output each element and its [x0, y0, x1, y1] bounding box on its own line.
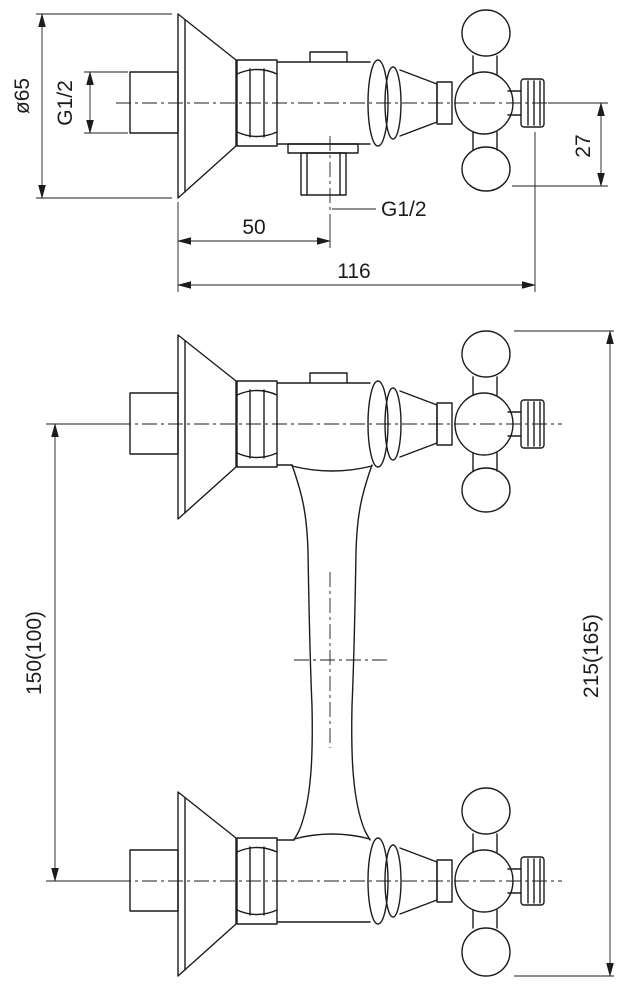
cross-handle: [454, 9, 545, 192]
dim-flange-diameter: ø65: [11, 12, 172, 199]
wall-flange: [177, 13, 237, 199]
bonnet-rings: [367, 59, 453, 147]
label-outlet-distance: 50: [242, 216, 265, 239]
hex-nut: [236, 59, 278, 147]
leader-outlet-thread: G1/2: [332, 198, 427, 221]
label-connection-spacing: 150(100): [23, 611, 46, 695]
label-handle-offset: 27: [572, 134, 595, 157]
dim-connection-spacing: 150(100): [23, 423, 124, 882]
inlet-stub: [129, 71, 179, 134]
dim-overall-height: 215(165): [514, 330, 614, 977]
dim-handle-offset: 27: [512, 102, 608, 187]
upper-valve: [129, 330, 545, 520]
outlet-stub: [287, 143, 359, 196]
label-overall-height: 215(165): [580, 614, 603, 698]
lower-valve: [129, 787, 545, 977]
label-inlet-thread: G1/2: [54, 80, 77, 126]
dim-overall-width: 116: [177, 132, 536, 292]
dim-outlet-distance: 50: [177, 202, 331, 292]
label-overall-width: 116: [337, 260, 370, 283]
side-view: ø65 G1/2 27 G1/2 50: [11, 9, 608, 292]
connecting-column: [291, 464, 373, 841]
label-flange-diameter: ø65: [11, 78, 34, 114]
dim-inlet-thread: G1/2: [54, 71, 128, 134]
label-outlet-thread: G1/2: [381, 198, 427, 221]
front-view: 150(100) 215(165): [23, 330, 614, 977]
